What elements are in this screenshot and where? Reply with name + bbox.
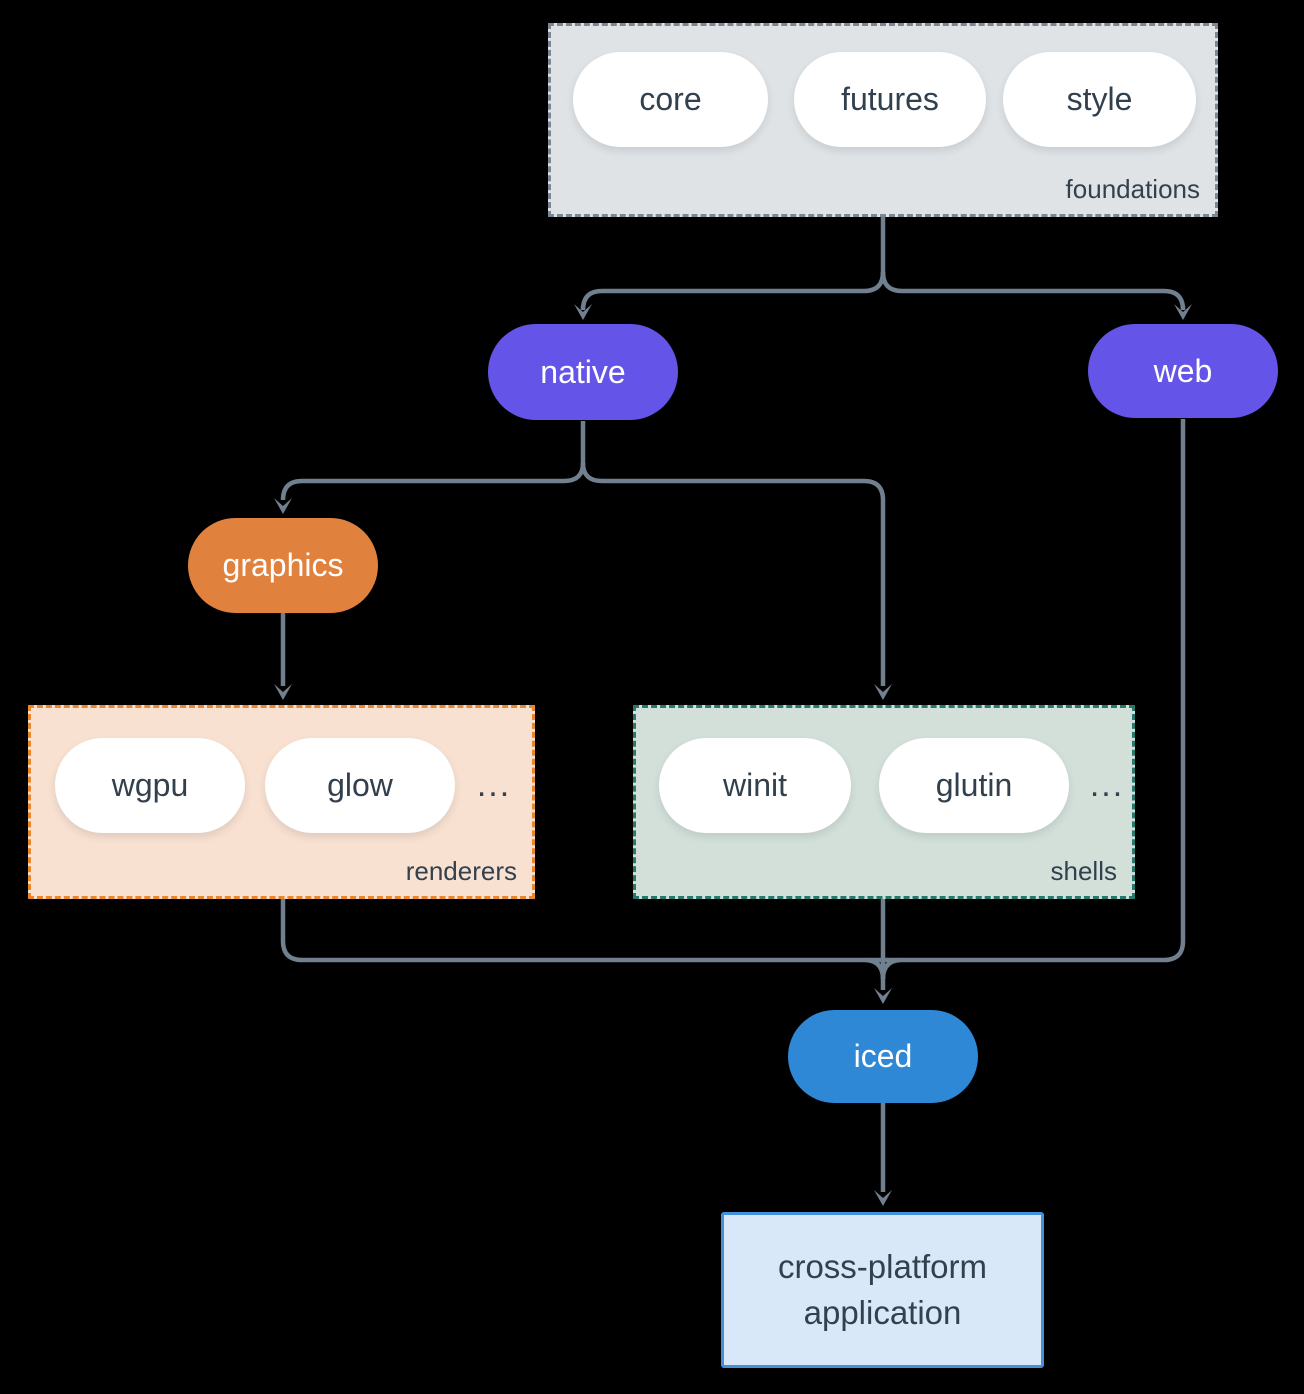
cluster-renderers: wgpu glow ... renderers bbox=[28, 705, 535, 899]
edge-foundations-native bbox=[580, 271, 886, 311]
arrowhead-application-icon bbox=[874, 1190, 892, 1206]
node-web-label: web bbox=[1153, 352, 1213, 389]
node-winit-label: winit bbox=[722, 767, 787, 803]
node-glutin-label: glutin bbox=[935, 767, 1013, 803]
edge-merge-curve-left bbox=[865, 957, 886, 980]
edge-merge-curve-right bbox=[880, 957, 901, 980]
node-style: style bbox=[1003, 52, 1196, 147]
arrowhead-renderers-icon bbox=[274, 684, 292, 700]
node-iced: iced bbox=[788, 1010, 978, 1103]
node-wgpu-label: wgpu bbox=[111, 767, 189, 803]
cluster-shells: winit glutin ... shells bbox=[633, 705, 1135, 899]
node-style-label: style bbox=[1066, 81, 1133, 117]
node-graphics: graphics bbox=[188, 518, 378, 613]
arrowhead-shells-icon bbox=[874, 684, 892, 700]
edge-merge-rail bbox=[280, 419, 1186, 963]
node-futures-label: futures bbox=[841, 81, 939, 117]
cluster-foundations: core futures style foundations bbox=[548, 23, 1218, 217]
arrowhead-iced-icon bbox=[874, 988, 892, 1004]
node-glutin: glutin bbox=[879, 738, 1069, 833]
node-core-label: core bbox=[639, 81, 702, 117]
node-application-label: cross-platform application bbox=[777, 1247, 988, 1331]
cluster-foundations-label: foundations bbox=[1065, 174, 1200, 204]
node-winit: winit bbox=[659, 738, 851, 833]
arrowhead-web-icon bbox=[1174, 304, 1192, 320]
node-graphics-label: graphics bbox=[222, 547, 344, 583]
node-native-label: native bbox=[540, 353, 626, 390]
edge-native-shells bbox=[580, 462, 886, 686]
cluster-shells-label: shells bbox=[1050, 856, 1117, 886]
shells-ellipsis: ... bbox=[1089, 766, 1125, 804]
node-glow-label: glow bbox=[327, 767, 393, 803]
node-glow: glow bbox=[265, 738, 455, 833]
arrowhead-native-icon bbox=[574, 304, 592, 320]
node-wgpu: wgpu bbox=[55, 738, 245, 833]
arrowhead-graphics-icon bbox=[274, 498, 292, 514]
edge-native-graphics bbox=[280, 462, 586, 501]
cluster-renderers-label: renderers bbox=[405, 856, 517, 886]
node-application: cross-platform application bbox=[721, 1212, 1044, 1368]
renderers-ellipsis: ... bbox=[476, 766, 512, 804]
node-core: core bbox=[573, 52, 768, 147]
node-iced-label: iced bbox=[853, 1038, 913, 1074]
edge-foundations-web bbox=[880, 271, 1186, 311]
node-web: web bbox=[1088, 324, 1278, 418]
node-native: native bbox=[488, 324, 678, 420]
node-futures: futures bbox=[794, 52, 986, 147]
